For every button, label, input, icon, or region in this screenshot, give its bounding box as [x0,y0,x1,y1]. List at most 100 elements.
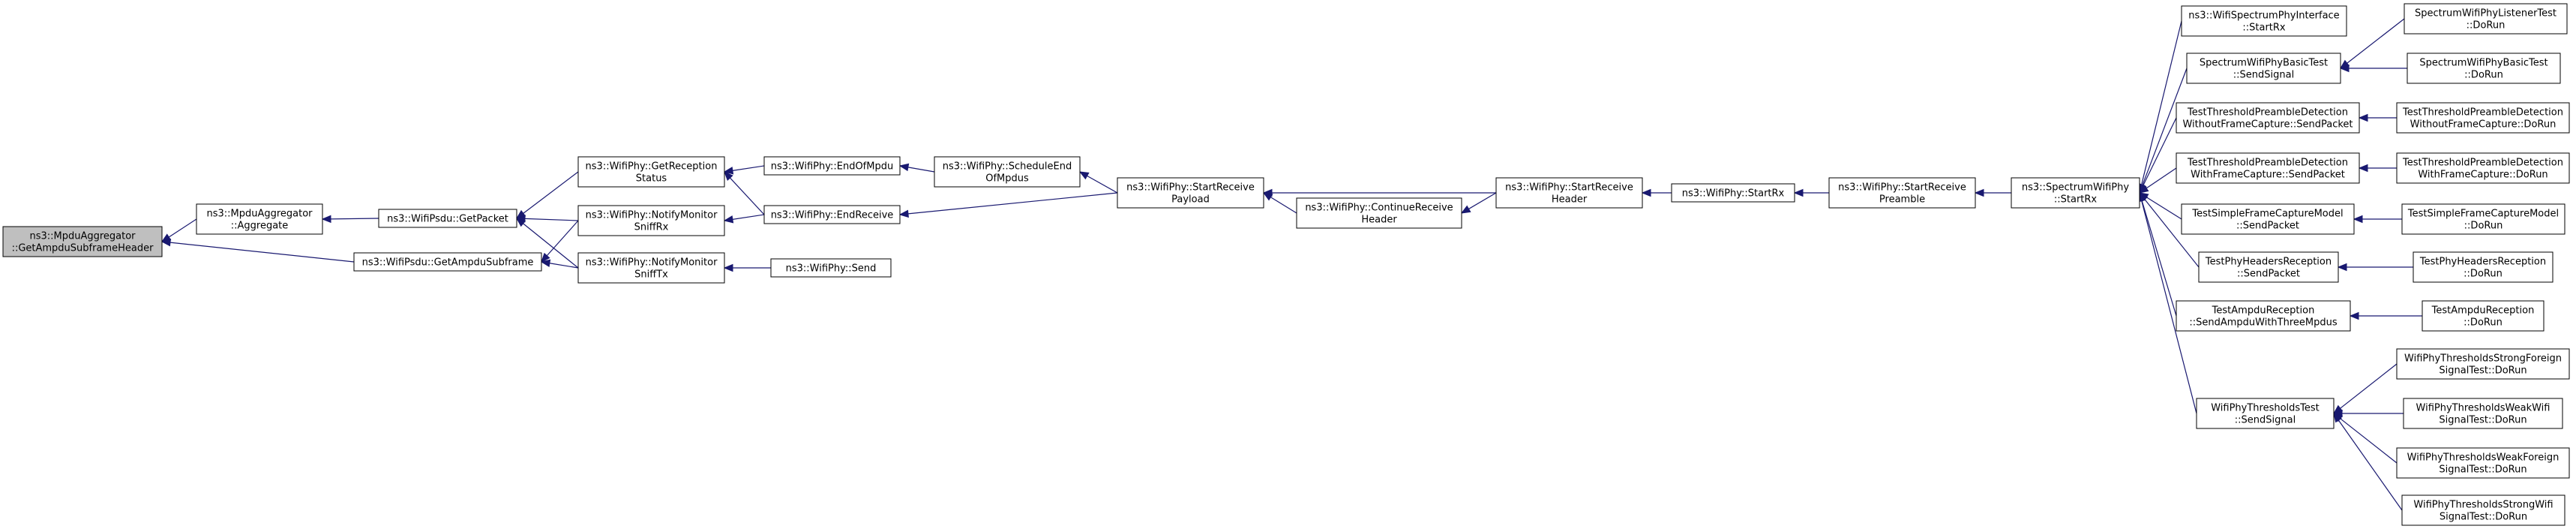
node-box [2396,447,2570,479]
edge-startrecpayload-to-endreceive [907,192,1118,215]
arrowhead-icon [724,171,733,181]
node-label: Preamble [1879,194,1925,206]
edge-endreceive-to-getrecstatus [730,177,765,215]
node-label: ::SendSignal [2235,415,2296,426]
node-box [2401,203,2566,235]
node-label: ::SendPacket [2237,269,2300,280]
node-label: Payload [1171,194,1210,206]
node-label: ns3::WifiSpectrumPhyInterface [2188,11,2339,22]
node-box [2196,398,2335,429]
node-box [763,205,901,224]
graph-node-tphr[interactable]: TestPhyHeadersReception::SendPacket [2198,251,2339,283]
node-label: ::SendPacket [2236,221,2299,232]
graph-node-root[interactable]: ns3::MpduAggregator::GetAmpduSubframeHea… [2,226,163,257]
node-label: TestPhyHeadersReception [2419,257,2546,268]
node-box [2,226,163,257]
node-box [770,258,892,278]
graph-node-wptsfrun[interactable]: WifiPhyThresholdsStrongForeignSignalTest… [2396,348,2570,380]
edge-tar-to-spectrumstartrx [2141,200,2177,317]
graph-node-getampdusub[interactable]: ns3::WifiPsdu::GetAmpduSubframe [353,252,542,272]
node-label: ns3::WifiPhy::NotifyMonitor [586,257,718,269]
node-label: TestThresholdPreambleDetection [2402,107,2563,119]
node-label: WithFrameCapture::DoRun [2418,170,2548,181]
node-label: SignalTest::DoRun [2439,464,2527,476]
node-label: ns3::WifiPhy::ScheduleEnd [943,161,1072,173]
edge-tpdw-to-spectrumstartrx [2146,167,2177,189]
node-box [1828,177,1976,209]
arrowhead-icon [898,163,910,172]
node-box [2396,348,2570,380]
node-label: TestThresholdPreambleDetection [2187,158,2348,169]
edge-ifacestartrx-to-spectrumstartrx [2141,20,2182,185]
arrowhead-icon [1974,188,1984,197]
graph-node-ifacestartrx[interactable]: ns3::WifiSpectrumPhyInterface::StartRx [2181,5,2347,37]
node-label: WithoutFrameCapture::DoRun [2410,119,2557,131]
edge-snifftx-to-getpacket [523,223,579,269]
edge-wptsend-to-spectrumstartrx [2141,200,2197,414]
graph-node-wptsend[interactable]: WifiPhyThresholdsTest::SendSignal [2196,398,2335,429]
arrowhead-icon [540,259,551,268]
edge-wptsfrun-to-wptsend [2340,363,2398,409]
graph-node-send[interactable]: ns3::WifiPhy::Send [770,258,892,278]
graph-node-wptswrun[interactable]: WifiPhyThresholdsStrongWifiSignalTest::D… [2401,494,2566,526]
edge-wptwfrun-to-wptsend [2340,418,2398,464]
arrowhead-icon [1078,171,1090,180]
node-label: SpectrumWifiPhyBasicTest [2200,58,2328,69]
graph-node-spectrumstartrx[interactable]: ns3::SpectrumWifiPhy::StartRx [2011,177,2140,209]
edge-startrecheader-to-continuerecheader [1468,192,1497,209]
graph-node-wptwwrun[interactable]: WifiPhyThresholdsWeakWifiSignalTest::DoR… [2403,398,2563,429]
node-label: ::DoRun [2464,317,2503,329]
node-label: ::DoRun [2464,269,2503,280]
graph-node-wptwfrun[interactable]: WifiPhyThresholdsWeakForeignSignalTest::… [2396,447,2570,479]
arrowhead-icon [2358,164,2368,173]
arrowhead-icon [723,167,734,175]
graph-node-aggregate[interactable]: ns3::MpduAggregator::Aggregate [196,203,323,235]
graph-node-tpdwo[interactable]: TestThresholdPreambleDetectionWithoutFra… [2176,102,2360,134]
node-box [2422,300,2545,332]
graph-node-tpdwrun[interactable]: TestThresholdPreambleDetectionWithFrameC… [2396,152,2570,184]
node-label: ::DoRun [2467,20,2506,32]
node-label: ns3::WifiPhy::EndOfMpdu [771,161,893,173]
node-label: OfMpdus [985,173,1029,185]
graph-node-tsfcmrun[interactable]: TestSimpleFrameCaptureModel::DoRun [2401,203,2566,235]
graph-node-listenerrun[interactable]: SpectrumWifiPhyListenerTest::DoRun [2404,3,2568,35]
graph-node-basicrun[interactable]: SpectrumWifiPhyBasicTest::DoRun [2407,53,2561,84]
node-label: SignalTest::DoRun [2440,512,2527,523]
graph-node-endreceive[interactable]: ns3::WifiPhy::EndReceive [763,205,901,224]
edge-basicsendsignal-to-spectrumstartrx [2142,68,2188,185]
graph-node-tpdw[interactable]: TestThresholdPreambleDetectionWithFrameC… [2176,152,2360,184]
node-label: Header [1552,194,1588,206]
edge-tphr-to-spectrumstartrx [2144,199,2200,268]
graph-node-basicsendsignal[interactable]: SpectrumWifiPhyBasicTest::SendSignal [2186,53,2341,84]
node-box [2186,53,2341,84]
arrowhead-icon [723,263,733,272]
graph-node-getpacket[interactable]: ns3::WifiPsdu::GetPacket [378,209,517,228]
node-label: TestAmpduReception [2431,305,2535,317]
graph-node-tarrun[interactable]: TestAmpduReception::DoRun [2422,300,2545,332]
node-box [2401,494,2566,526]
node-label: TestSimpleFrameCaptureModel [2407,209,2559,220]
edge-sniffrx-to-getpacket [524,218,579,221]
graph-node-startrx[interactable]: ns3::WifiPhy::StartRx [1671,183,1795,203]
node-box [1671,183,1795,203]
node-label: ::DoRun [2464,221,2503,232]
node-box [1296,197,1462,229]
graph-node-endofmpdu[interactable]: ns3::WifiPhy::EndOfMpdu [763,156,901,176]
graph-node-tphrrun[interactable]: TestPhyHeadersReception::DoRun [2413,251,2554,283]
arrowhead-icon [1460,205,1471,214]
graph-node-tsfcm[interactable]: TestSimpleFrameCaptureModel::SendPacket [2181,203,2355,235]
node-label: WithoutFrameCapture::SendPacket [2182,119,2353,131]
graph-node-tpdworun[interactable]: TestThresholdPreambleDetectionWithoutFra… [2396,102,2570,134]
edge-getpacket-to-aggregate [330,218,379,220]
graph-node-tar[interactable]: TestAmpduReception::SendAmpduWithThreeMp… [2176,300,2351,332]
arrowhead-icon [515,218,526,227]
